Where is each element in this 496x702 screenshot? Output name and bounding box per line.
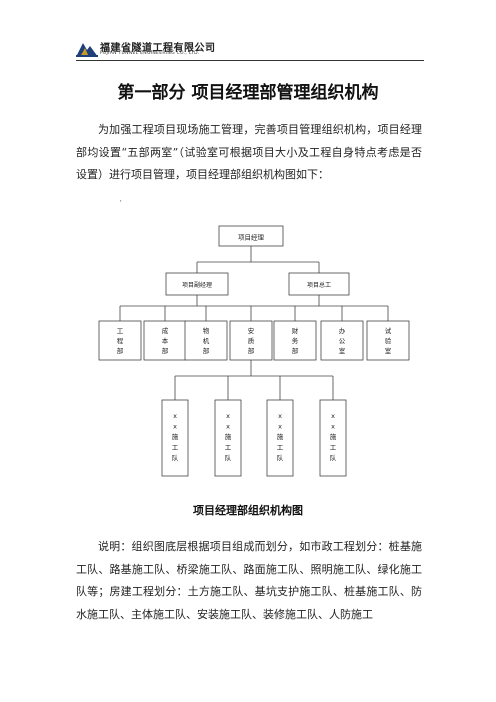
department-label-char: 部 [203, 346, 210, 355]
department-label-char: 试 [385, 326, 392, 335]
department-label-char: 验 [385, 336, 392, 345]
team-label-char: 工 [225, 444, 232, 452]
top-box-label: 项目经理 [238, 233, 265, 242]
level2-label: 项目总工 [307, 281, 331, 289]
team-label-char: 施 [277, 432, 284, 441]
team-label-char: 施 [330, 432, 337, 441]
department-box [143, 320, 187, 361]
team-label-char: 队 [172, 453, 179, 462]
department-label-char: 办 [339, 326, 346, 335]
department-label-char: 程 [117, 336, 124, 345]
department-box [98, 320, 142, 361]
team-label-char: 队 [330, 453, 337, 462]
document-header: 福建省隧道工程有限公司 FUJIAN TUNNEL ENGINEERING CO… [76, 38, 424, 60]
team-box [214, 399, 242, 477]
department-label-char: 室 [339, 346, 346, 355]
team-label-char: 施 [172, 432, 179, 441]
team-box [161, 399, 189, 477]
department-label-char: 财 [292, 326, 299, 335]
department-label-char: 部 [162, 346, 169, 355]
team-label-char: x [278, 412, 282, 420]
stray-mark: ' [120, 200, 122, 207]
department-box [184, 320, 228, 361]
team-label-char: 工 [277, 444, 284, 452]
department-label-char: 安 [248, 326, 255, 335]
department-label-char: 部 [292, 346, 299, 355]
department-label-char: 公 [339, 337, 346, 345]
org-chart-caption: 项目经理部组织机构图 [193, 504, 303, 517]
intro-paragraph: 为加强工程项目现场施工管理，完善项目管理组织机构，项目经理部均设置“五部两室”（… [76, 123, 422, 181]
department-label-char: 务 [292, 336, 299, 345]
team-label-char: 队 [277, 453, 284, 462]
note-paragraph: 说明：组织图底层根据项目组成而划分，如市政工程划分：桩基施工队、路基施工队、桥梁… [76, 540, 422, 621]
team-label-char: x [226, 412, 230, 420]
team-label-char: 施 [225, 432, 232, 441]
department-label-char: 部 [117, 346, 124, 355]
team-label-char: x [173, 423, 177, 431]
department-label-char: 成 [162, 326, 169, 335]
department-label-char: 室 [385, 346, 392, 355]
team-label-char: 队 [225, 453, 232, 462]
team-label-char: x [226, 423, 230, 431]
page-title: 第一部分 项目经理部管理组织机构 [117, 83, 379, 103]
team-box [266, 399, 294, 477]
department-label-char: 质 [248, 336, 255, 345]
team-label-char: x [278, 423, 282, 431]
company-name-en: FUJIAN TUNNEL ENGINEERING CO., LTD. [100, 51, 200, 56]
department-label-char: 机 [203, 336, 210, 345]
team-box [319, 399, 347, 477]
department-box [366, 320, 410, 361]
header-divider [76, 60, 424, 61]
team-label-char: 工 [330, 444, 337, 452]
level2-label: 项目副经理 [182, 281, 212, 289]
team-label-char: x [331, 423, 335, 431]
department-box [273, 320, 317, 361]
department-label-char: 工 [117, 327, 124, 335]
department-box [229, 320, 273, 361]
company-name-cn: 福建省隧道工程有限公司 [100, 43, 216, 54]
department-label-char: 部 [248, 346, 255, 355]
team-label-char: 工 [172, 444, 179, 452]
team-label-char: x [173, 412, 177, 420]
department-label-char: 本 [162, 336, 169, 345]
department-box [320, 320, 364, 361]
team-label-char: x [331, 412, 335, 420]
company-logo-icon [76, 43, 98, 57]
department-label-char: 物 [203, 326, 210, 335]
